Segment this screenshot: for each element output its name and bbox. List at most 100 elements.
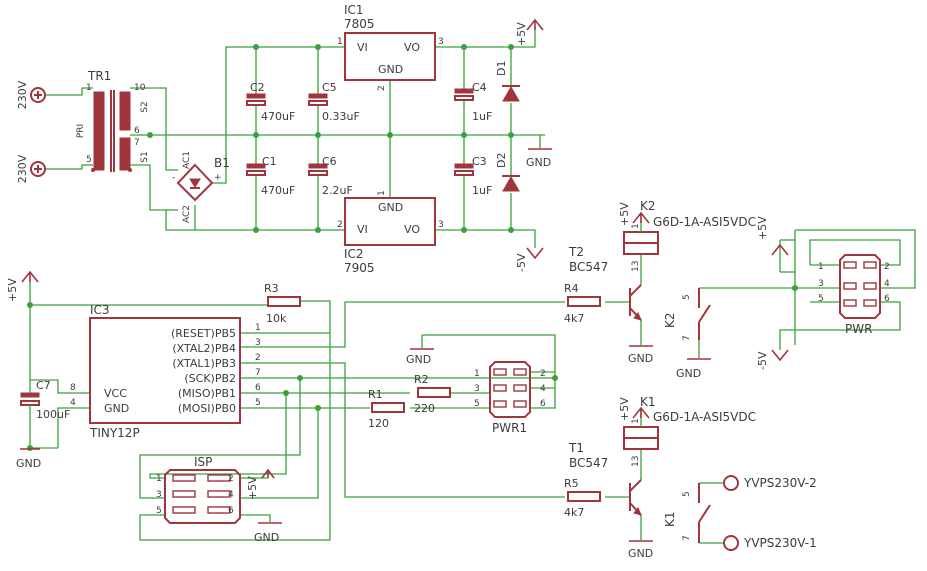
b1-ac1: AC1 [182,151,192,169]
tr1-pin7: 7 [134,138,140,148]
ic3-pb2: (SCK)PB2 [184,372,236,385]
pwr-minus5v: -5V [756,351,769,370]
transformer-tr1: TR1 1 5 10 6 7 PRI S2 S1 [76,69,150,172]
k1-contact-name: K1 [663,511,677,527]
k2-contact-name: K2 [663,312,677,328]
c1-name: C1 [262,155,277,168]
ic3-pb4: (XTAL2)PB4 [172,342,236,355]
tr1-pin1: 1 [86,83,92,93]
ic2-p1: 1 [377,190,387,196]
tr1-name: TR1 [87,69,111,83]
capacitor-c6: C6 2.2uF [308,155,353,197]
c6-value: 2.2uF [322,184,353,197]
gnd-symbol-isp: GND [254,522,282,544]
bridge-rectifier-b1: B1 AC1 AC2 + - [172,151,230,223]
gnd-symbol-pwr1: GND [406,348,434,366]
pwr1-name: PWR1 [492,421,527,435]
ic3-gnd: GND [104,402,129,415]
t2-name: T2 [568,245,584,259]
k1-plus5v: +5V [618,397,631,421]
r4-name: R4 [564,282,579,295]
ic1-p1: 1 [337,37,343,47]
ic1-p2: 2 [377,85,387,91]
gnd-t1: GND [628,547,653,560]
pwr-p1: 1 [818,262,824,272]
ic2-name: IC2 [344,247,364,261]
minus5v-mid: -5V [515,253,528,272]
ac-bottom-label: 230V [16,154,29,183]
pwr1-p4: 4 [540,384,546,394]
ic3-pb1: (MISO)PB1 [178,387,236,400]
k2-coil-name: K2 [640,199,656,213]
ic2-value: 7905 [344,261,375,275]
ic2-vi: VI [357,223,368,236]
c5-name: C5 [322,81,337,94]
ic2-gnd: GND [378,201,403,214]
ac-terminal-top: 230V [16,80,46,109]
ic2-p3: 3 [438,220,444,230]
regulator-ic1: IC1 7805 VI VO GND 1 3 2 [337,3,444,91]
gnd-pwr1: GND [406,353,431,366]
ic3-value: TINY12P [89,426,140,440]
gnd-isp: GND [254,531,279,544]
r5-name: R5 [564,477,579,490]
resistor-r3: R3 10k [264,282,301,325]
plus5v-symbol-psu: +5V [515,18,544,46]
gnd-symbol-k2: GND [676,358,711,380]
terminal-yvps230v-1: YVPS230V-1 [723,535,817,551]
pwr-name: PWR [845,322,872,336]
pwr-p4: 4 [884,279,890,289]
gnd-symbol-c7: GND [16,448,41,470]
gnd-symbol-t1: GND [628,540,653,560]
r1-name: R1 [368,388,383,401]
gnd-symbol-psu: GND [526,148,552,169]
k1-coil-name: K1 [640,395,656,409]
isp-name: ISP [194,455,212,469]
resistor-r4: R4 4k7 [564,282,601,325]
yvps2-label: YVPS230V-2 [743,476,817,490]
k2-p1: 1 [631,223,641,229]
ic3-n3: 3 [255,338,261,348]
isp-p3: 3 [156,490,162,500]
k1-c5: 5 [682,491,692,497]
ic3-n2: 2 [255,353,261,363]
b1-plus: + [214,173,222,183]
gnd-t2: GND [628,352,653,365]
regulator-ic2: GND VI VO IC2 7905 2 3 1 [337,190,444,275]
ic3-pb0: (MOSI)PB0 [178,402,236,415]
k2-p13: 13 [631,261,641,272]
junctions [27,44,798,451]
pwr1-p5: 5 [474,399,480,409]
ic1-gnd: GND [378,63,403,76]
c2-value: 470uF [261,110,295,123]
ic3-n7: 7 [255,368,261,378]
microcontroller-ic3: IC3 TINY12P VCC GND 8 4 (RESET)PB5 (XTAL… [70,303,261,440]
b1-name: B1 [214,156,230,170]
ic3-pb5: (RESET)PB5 [171,327,236,340]
k1-coil-value: G6D-1A-ASI5VDC [653,410,756,424]
diode-d2: D2 [495,153,520,192]
d1-name: D1 [495,61,508,76]
plus5v-symbol-isp: +5V [246,468,275,500]
yvps1-label: YVPS230V-1 [743,536,817,550]
r4-value: 4k7 [564,312,584,325]
r3-value: 10k [266,312,287,325]
pwr1-p2: 2 [540,369,546,379]
connector-pwr1: PWR1 1 2 3 4 5 6 [474,361,546,435]
isp-p5: 5 [156,506,162,516]
relay-k2-coil: +5V K2 G6D-1A-ASI5VDC 1 13 [618,199,756,272]
t2-value: BC547 [569,260,608,274]
transistor-t2: T2 BC547 [568,245,642,321]
k2-c5: 5 [682,294,692,300]
b1-minus: - [172,173,175,183]
c4-name: C4 [472,81,487,94]
ic3-n6: 6 [255,383,261,393]
pwr1-p3: 3 [474,384,480,394]
r3-name: R3 [264,282,279,295]
minus5v-symbol-psu: -5V [515,247,544,272]
tr1-s1: S1 [140,151,150,162]
r5-value: 4k7 [564,506,584,519]
pwr-p3: 3 [818,279,824,289]
k1-p13: 13 [631,456,641,467]
